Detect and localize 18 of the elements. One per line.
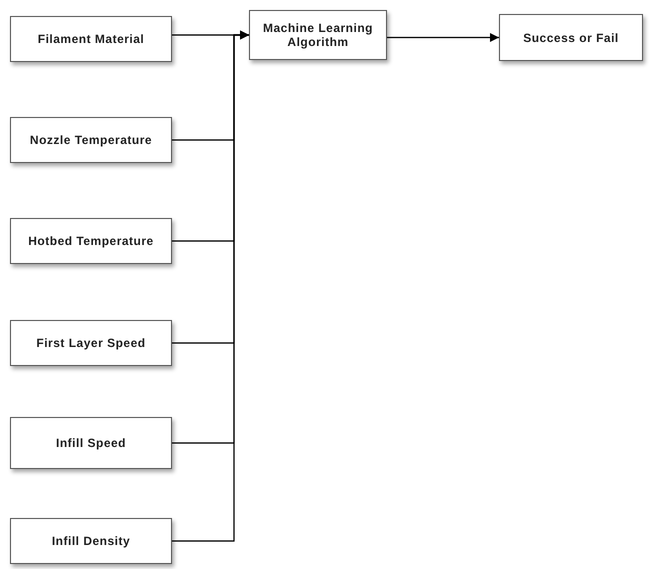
box-label: Hotbed Temperature bbox=[28, 234, 154, 248]
arrow bbox=[387, 33, 499, 42]
process-box bbox=[10, 16, 172, 62]
process-box bbox=[499, 14, 643, 61]
process-box bbox=[10, 417, 172, 469]
box-label: Filament Material bbox=[38, 32, 144, 46]
box-label: Machine Learning Algorithm bbox=[262, 21, 374, 49]
process-box bbox=[249, 10, 387, 60]
box-label: Infill Density bbox=[52, 534, 130, 548]
box-label: First Layer Speed bbox=[36, 336, 146, 350]
box-label: Nozzle Temperature bbox=[30, 133, 152, 147]
box-label: Infill Speed bbox=[56, 436, 126, 450]
process-box bbox=[10, 320, 172, 366]
arrow bbox=[172, 30, 249, 542]
process-box bbox=[10, 518, 172, 564]
process-box bbox=[10, 218, 172, 264]
box-label: Success or Fail bbox=[523, 30, 619, 44]
process-box bbox=[10, 117, 172, 163]
